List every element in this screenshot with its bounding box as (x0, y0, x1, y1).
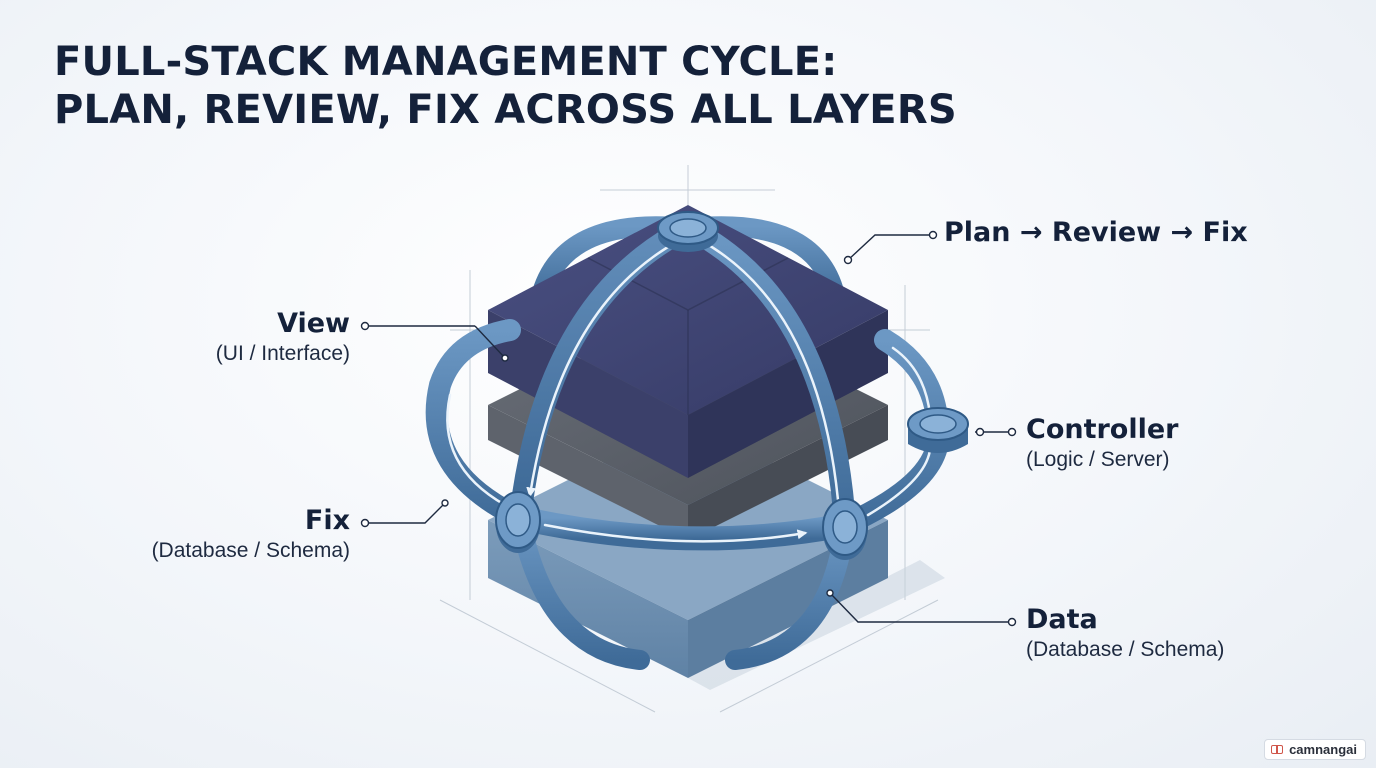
controller-label: Controller (Logic / Server) (1026, 414, 1179, 474)
watermark-text: camnangai (1289, 742, 1357, 757)
title-line-2: PLAN, REVIEW, FIX ACROSS ALL LAYERS (54, 87, 957, 133)
view-layer (488, 205, 888, 478)
hub-top (657, 211, 719, 252)
fix-label: Fix (Database / Schema) (152, 505, 350, 565)
leader-dots (360, 230, 1017, 627)
hub-left (495, 491, 541, 553)
view-label-heading: View (277, 308, 350, 339)
controller-label-heading: Controller (1026, 414, 1179, 445)
fix-label-subtitle: (Database / Schema) (151, 539, 350, 562)
hub-right (822, 498, 868, 560)
hub-nodes (495, 211, 969, 560)
data-label-heading: Data (1026, 604, 1098, 635)
page-title: FULL-STACK MANAGEMENT CYCLE: PLAN, REVIE… (54, 38, 957, 134)
data-label: Data (Database / Schema) (1026, 604, 1224, 664)
leader-data (829, 592, 1012, 623)
title-line-1: FULL-STACK MANAGEMENT CYCLE: (54, 39, 838, 85)
data-label-subtitle: (Database / Schema) (1026, 638, 1225, 661)
watermark-badge[interactable]: camnangai (1264, 739, 1366, 760)
view-label-subtitle: (UI / Interface) (215, 342, 350, 365)
view-label: View (UI / Interface) (216, 308, 350, 368)
cycle-label: Plan → Review → Fix (944, 217, 1248, 249)
leader-cycle (847, 234, 933, 261)
fix-label-heading: Fix (304, 505, 350, 536)
leader-fix (369, 502, 446, 524)
hub-controller (907, 407, 969, 453)
book-icon (1271, 745, 1284, 754)
controller-label-subtitle: (Logic / Server) (1026, 448, 1170, 471)
leader-view-bend (474, 325, 506, 359)
cycle-label-heading: Plan → Review → Fix (944, 217, 1248, 248)
leader-lines (369, 234, 1012, 623)
